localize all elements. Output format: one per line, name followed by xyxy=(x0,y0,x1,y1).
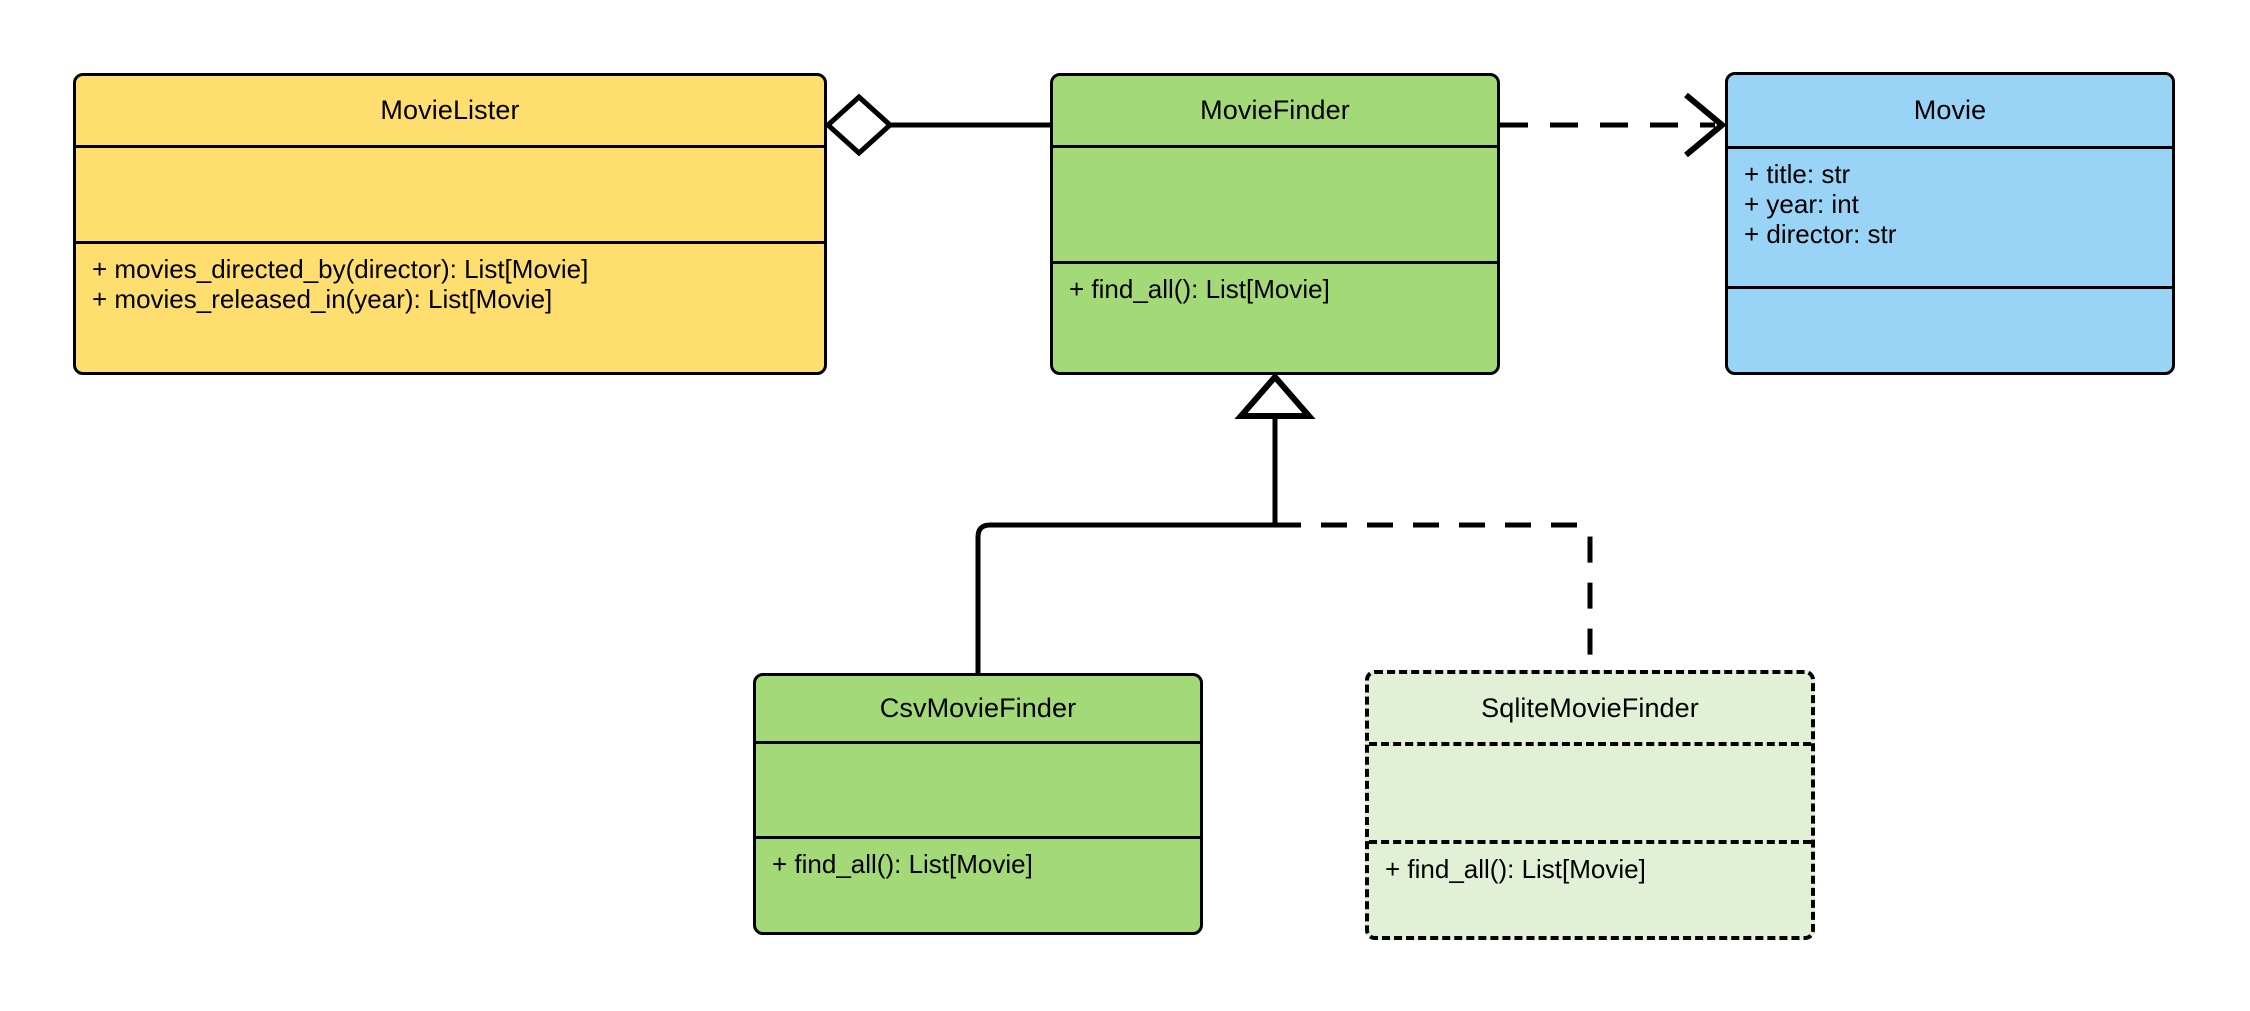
generalization-branch-sqlite xyxy=(1275,522,1593,670)
class-methods-csv-movie-finder: + find_all(): List[Movie] xyxy=(756,836,1200,932)
edge-generalization-sqlite xyxy=(1275,522,1593,670)
open-arrow-marker xyxy=(1684,92,1727,158)
class-box-movie-finder[interactable]: MovieFinder + find_all(): List[Movie] xyxy=(1050,73,1500,375)
class-member: + movies_directed_by(director): List[Mov… xyxy=(92,254,589,284)
class-title-movie-lister: MovieLister xyxy=(380,95,520,125)
class-attributes-movie-lister xyxy=(76,145,824,241)
edge-generalization-trunk xyxy=(1234,372,1316,525)
class-title-csv-movie-finder: CsvMovieFinder xyxy=(879,693,1077,723)
class-member: + find_all(): List[Movie] xyxy=(772,849,1033,879)
class-box-movie-lister[interactable]: MovieLister + movies_directed_by(directo… xyxy=(73,73,827,375)
edge-dependency-finder-movie xyxy=(1500,92,1727,158)
hollow-diamond-marker xyxy=(824,93,894,157)
class-attributes-csv-movie-finder xyxy=(756,741,1200,836)
class-box-csv-movie-finder[interactable]: CsvMovieFinder + find_all(): List[Movie] xyxy=(753,673,1203,935)
class-box-sqlite-movie-finder[interactable]: SqliteMovieFinder + find_all(): List[Mov… xyxy=(1365,670,1815,940)
class-title-movie-finder: MovieFinder xyxy=(1200,95,1350,125)
class-methods-sqlite-movie-finder: + find_all(): List[Movie] xyxy=(1369,840,1811,936)
class-member: + title: str xyxy=(1744,159,1851,189)
class-attributes-movie-finder xyxy=(1053,145,1497,261)
class-member: + movies_released_in(year): List[Movie] xyxy=(92,284,553,315)
class-methods-movie-lister: + movies_directed_by(director): List[Mov… xyxy=(76,241,824,372)
class-member: + year: int xyxy=(1744,189,1859,220)
edge-aggregation-lister-finder xyxy=(824,93,1050,157)
class-title-sqlite-movie-finder: SqliteMovieFinder xyxy=(1481,692,1699,723)
class-attributes-movie: + title: str + year: int + director: str xyxy=(1728,146,2172,286)
class-member: + find_all(): List[Movie] xyxy=(1385,854,1646,884)
class-methods-movie xyxy=(1728,286,2172,372)
class-attributes-sqlite-movie-finder xyxy=(1369,742,1811,840)
class-title-movie: Movie xyxy=(1913,95,1987,125)
class-member: + find_all(): List[Movie] xyxy=(1069,274,1330,304)
class-methods-movie-finder: + find_all(): List[Movie] xyxy=(1053,261,1497,372)
class-member: + director: str xyxy=(1744,219,1897,250)
generalization-branch-csv xyxy=(975,522,1275,673)
hollow-triangle-marker xyxy=(1234,372,1316,419)
class-box-movie[interactable]: Movie + title: str + year: int + directo… xyxy=(1725,72,2175,375)
edge-generalization-csv xyxy=(975,522,1275,673)
